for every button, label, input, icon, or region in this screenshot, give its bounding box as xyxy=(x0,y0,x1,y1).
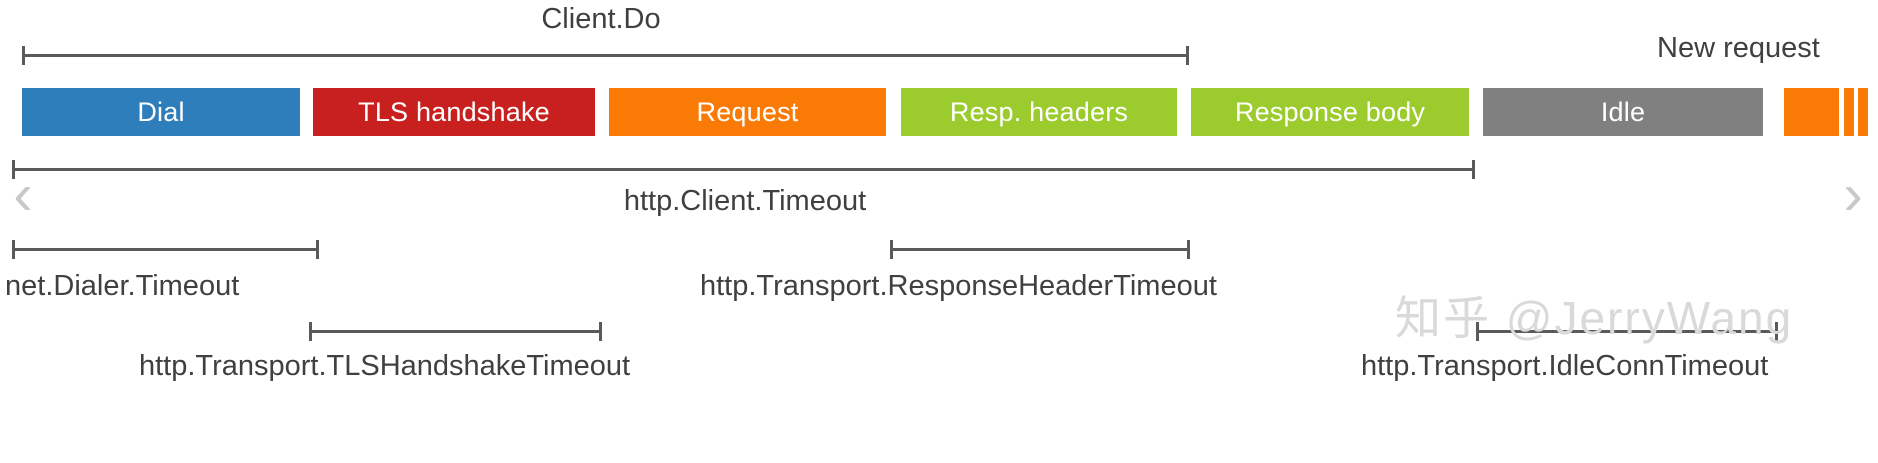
bracket-label-http-client-timeout: http.Client.Timeout xyxy=(623,185,867,217)
timeline-segment-response-body[interactable]: Response body xyxy=(1191,88,1469,136)
bracket-label-net-dialer-timeout: net.Dialer.Timeout xyxy=(5,270,240,302)
timeline-segment-stripe-7[interactable] xyxy=(1844,88,1854,136)
timeline-segment-idle[interactable]: Idle xyxy=(1483,88,1763,136)
timeline-segment-label: TLS handshake xyxy=(358,96,550,127)
bracket-label-tls-handshake-timeout: http.Transport.TLSHandshakeTimeout xyxy=(139,350,631,382)
bracket-rule xyxy=(12,168,1475,171)
bracket-rule xyxy=(309,330,602,333)
bracket-rule xyxy=(12,248,319,251)
bracket-tls-handshake-timeout xyxy=(309,320,602,342)
bracket-label-response-header-timeout: http.Transport.ResponseHeaderTimeout xyxy=(700,270,1217,302)
timeline-segment-label: Request xyxy=(696,96,799,127)
timeline-segment-resp-headers[interactable]: Resp. headers xyxy=(901,88,1177,136)
bracket-rule xyxy=(1476,330,1778,333)
new-request-label: New request xyxy=(1657,32,1820,64)
bracket-rule xyxy=(890,248,1190,251)
client-do-title: Client.Do xyxy=(541,3,661,35)
carousel-prev-icon[interactable]: ‹ xyxy=(13,162,33,227)
bracket-net-dialer-timeout xyxy=(12,238,319,260)
bracket-response-header-timeout xyxy=(890,238,1190,260)
timeline-segment-label: Response body xyxy=(1234,96,1426,127)
timeline-segment-label: Dial xyxy=(137,96,185,127)
timeline-segment-tls-handshake[interactable]: TLS handshake xyxy=(313,88,595,136)
bracket-rule xyxy=(22,54,1189,57)
bracket-http-client-timeout xyxy=(12,158,1475,180)
timeline-segment-stripe-6[interactable] xyxy=(1784,88,1839,136)
timeline-segment-dial[interactable]: Dial xyxy=(22,88,300,136)
bracket-label-idle-conn-timeout: http.Transport.IdleConnTimeout xyxy=(1361,350,1769,382)
watermark: 知乎 @JerryWang xyxy=(1395,292,1794,344)
bracket-cap-right xyxy=(316,240,319,259)
bracket-cap-right xyxy=(599,322,602,341)
bracket-idle-conn-timeout xyxy=(1476,320,1778,342)
bracket-client-do xyxy=(22,44,1189,66)
timeline-segment-label: Idle xyxy=(1600,96,1646,127)
carousel-next-icon[interactable]: › xyxy=(1843,162,1863,227)
bracket-cap-right xyxy=(1775,322,1778,341)
request-lifecycle-timeline: Dial TLS handshake Request Resp. headers Res… xyxy=(0,88,1878,136)
bracket-cap-right xyxy=(1186,46,1189,65)
timeline-segment-request[interactable]: Request xyxy=(609,88,886,136)
bracket-cap-right xyxy=(1187,240,1190,259)
timeline-segment-label: Resp. headers xyxy=(949,96,1129,127)
bracket-cap-right xyxy=(1472,160,1475,179)
timeline-segment-stripe-8[interactable] xyxy=(1858,88,1868,136)
